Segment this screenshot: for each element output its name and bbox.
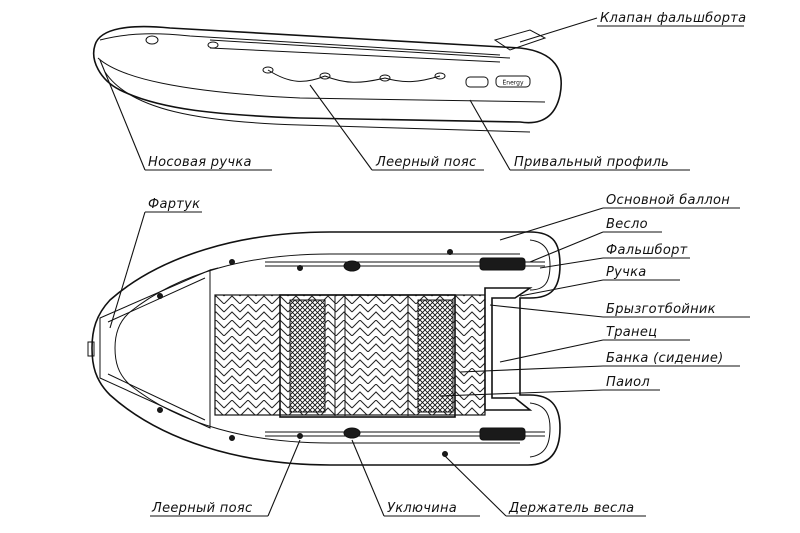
label-transom-valve: Клапан фальшборта	[600, 11, 746, 26]
side-valve-plate	[465, 76, 489, 88]
label-main-tube: Основной баллон	[606, 193, 730, 208]
label-oar-holder: Держатель весла	[508, 501, 634, 516]
side-bow-ring	[145, 35, 159, 45]
top-inner-tube	[114, 253, 520, 444]
side-tube	[93, 25, 562, 124]
label-oar: Весло	[606, 217, 648, 232]
top-bow-apron	[99, 269, 211, 429]
top-bench-mesh-right	[417, 299, 454, 413]
label-rub-strake: Привальный профиль	[514, 155, 669, 170]
label-bench: Банка (сидение)	[606, 351, 724, 366]
label-side-lifeline: Леерный пояс	[375, 155, 476, 170]
label-apron: Фартук	[148, 197, 200, 212]
side-brand-plate	[495, 75, 531, 88]
top-oar-upper	[265, 257, 545, 271]
label-splash-guard: Брызготбойник	[606, 302, 716, 317]
top-oarlock-upper	[343, 260, 361, 272]
side-valve-flap	[493, 29, 547, 51]
label-floor: Паиол	[606, 375, 650, 390]
label-bow-handle: Носовая ручка	[148, 155, 252, 170]
label-transom: Транец	[606, 325, 657, 340]
top-bench-frame	[279, 294, 456, 418]
side-leaders	[99, 17, 744, 171]
top-leaders	[109, 207, 750, 517]
side-rub-strake	[97, 57, 546, 103]
top-bow-handle	[87, 341, 95, 357]
top-bench-mesh-left	[289, 299, 326, 413]
top-transom	[484, 287, 533, 411]
top-view-boat	[87, 231, 561, 466]
label-top-lifeline: Леерный пояс	[151, 501, 252, 516]
label-oarlock: Уключина	[387, 501, 457, 516]
side-keel	[104, 71, 531, 133]
label-handle: Ручка	[606, 265, 647, 280]
top-oarlock-lower	[343, 427, 361, 439]
label-gunwale: Фальшборт	[606, 243, 688, 258]
side-view-boat: Ёnergy	[93, 25, 562, 133]
top-oar-lower	[265, 427, 545, 441]
top-lifeline-points	[157, 249, 453, 457]
side-lifeline	[262, 66, 446, 83]
brand-plate-text: Ёnergy	[502, 80, 523, 87]
